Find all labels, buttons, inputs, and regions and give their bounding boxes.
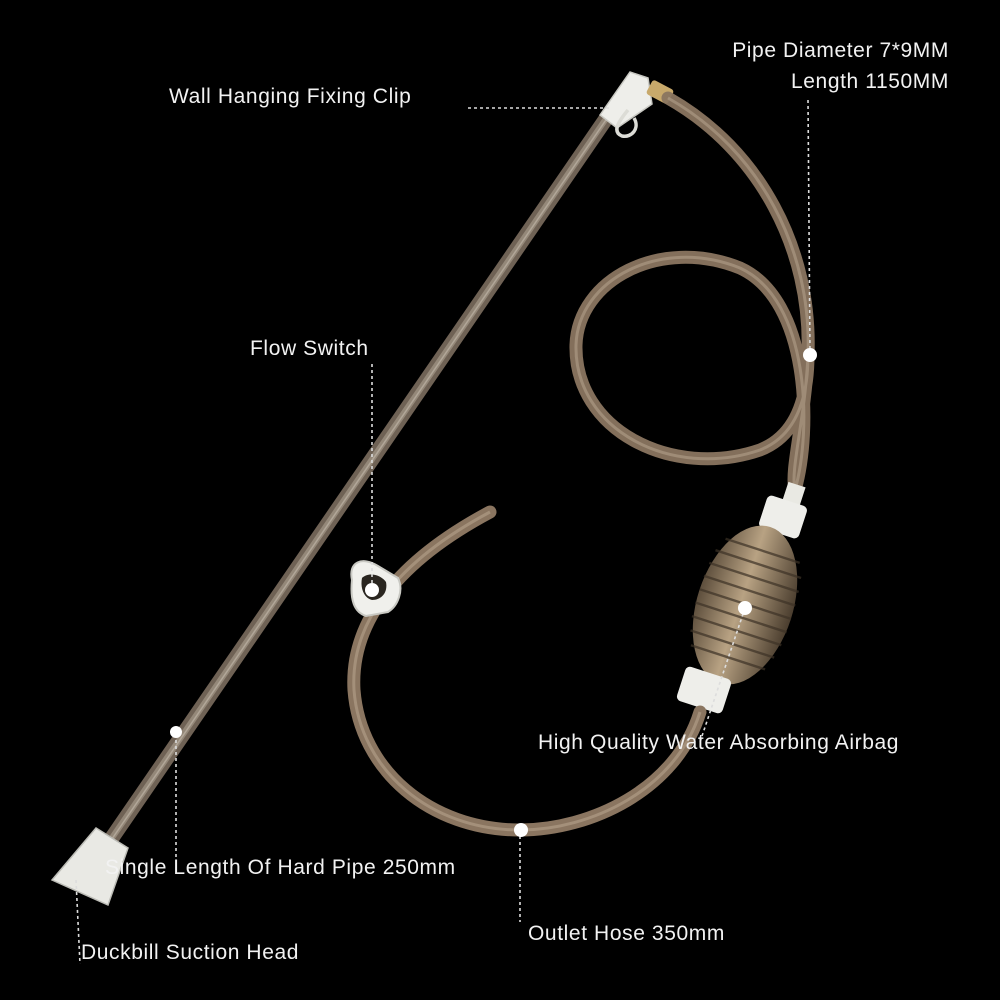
- flexible-hose: [569, 91, 815, 516]
- hard-pipe: [97, 102, 620, 856]
- outlet-hose: [347, 505, 707, 837]
- label-outlet-hose: Outlet Hose 350mm: [528, 922, 725, 945]
- label-wall-clip: Wall Hanging Fixing Clip: [169, 85, 412, 108]
- label-pipe-diameter: Pipe Diameter 7*9MM: [732, 39, 949, 62]
- leader-lines: [75, 99, 811, 965]
- wall-clip: [598, 71, 674, 138]
- label-airbag: High Quality Water Absorbing Airbag: [538, 731, 900, 754]
- callout-dots: [170, 348, 817, 837]
- label-duckbill: Duckbill Suction Head: [81, 941, 300, 964]
- duckbill-suction-head: [50, 827, 129, 907]
- label-pipe-length: Length 1150MM: [790, 70, 949, 93]
- label-flow-switch: Flow Switch: [250, 337, 369, 360]
- label-hard-pipe: Single Length Of Hard Pipe 250mm: [105, 856, 456, 879]
